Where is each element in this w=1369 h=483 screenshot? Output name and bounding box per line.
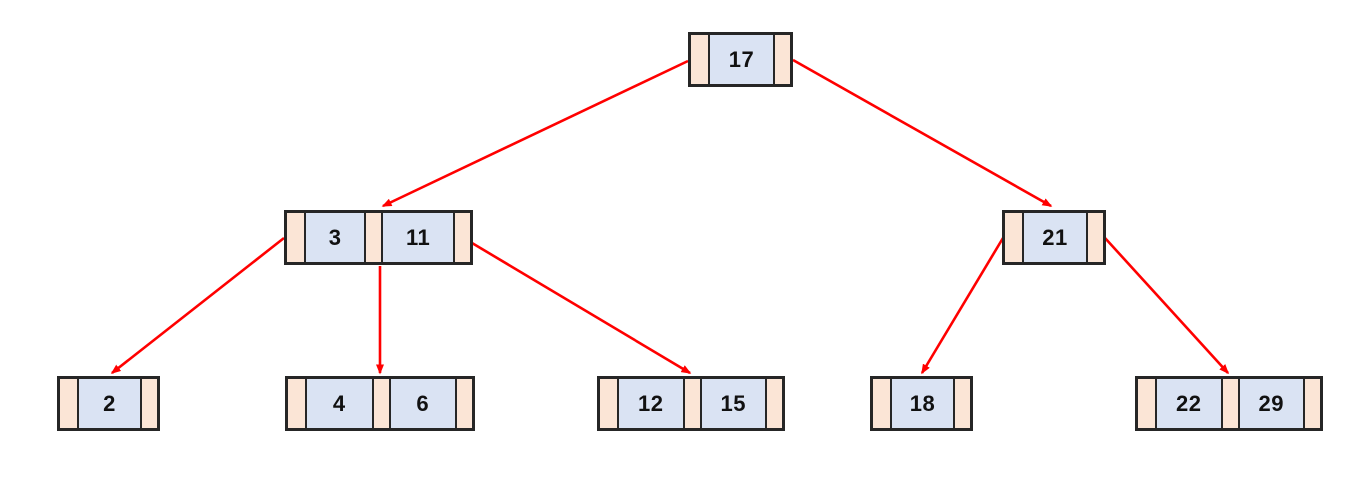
key-cell: 17 [708,35,773,84]
tree-edge-n3-11-to-n12-15 [471,241,692,375]
key-cell: 18 [890,379,953,428]
btree-node-12-15: 12 15 [597,376,785,431]
key-cell: 11 [381,213,454,262]
key-cell: 21 [1022,213,1086,262]
tree-edge-n21-to-n22-29 [1104,237,1230,375]
tree-edge-root-to-n3-11 [381,59,689,208]
key-cell: 3 [304,213,365,262]
pointer-cell [773,35,790,84]
pointer-cell [371,379,389,428]
pointer-cell [1005,213,1022,262]
pointer-cell [140,379,157,428]
pointer-cell [60,379,77,428]
pointer-cell [1138,379,1155,428]
key-cell: 6 [388,379,455,428]
key-cell: 2 [77,379,140,428]
btree-node-2: 2 [57,376,160,431]
pointer-cell [453,213,471,262]
btree-node-21: 21 [1002,210,1106,265]
pointer-cell [455,379,472,428]
key-cell: 29 [1237,379,1303,428]
pointer-cell [873,379,890,428]
pointer-cell [765,379,782,428]
pointer-cell [600,379,617,428]
pointer-cell [1220,379,1238,428]
pointer-cell [691,35,708,84]
pointer-cell [953,379,970,428]
btree-node-22-29: 22 29 [1135,376,1323,431]
pointer-cell [1086,213,1103,262]
btree-node-17: 17 [688,32,793,87]
key-cell: 12 [617,379,683,428]
key-cell: 4 [305,379,372,428]
btree-node-18: 18 [870,376,973,431]
btree-node-3-11: 3 11 [284,210,473,265]
pointer-cell [1303,379,1320,428]
key-cell: 15 [699,379,765,428]
tree-edge-n21-to-n18 [920,237,1005,375]
key-cell: 22 [1155,379,1221,428]
pointer-cell [682,379,700,428]
pointer-cell [288,379,305,428]
pointer-cell [287,213,304,262]
pointer-cell [364,213,382,262]
tree-edge-root-to-n21 [792,58,1053,208]
tree-edge-n3-11-to-n2 [110,236,285,375]
